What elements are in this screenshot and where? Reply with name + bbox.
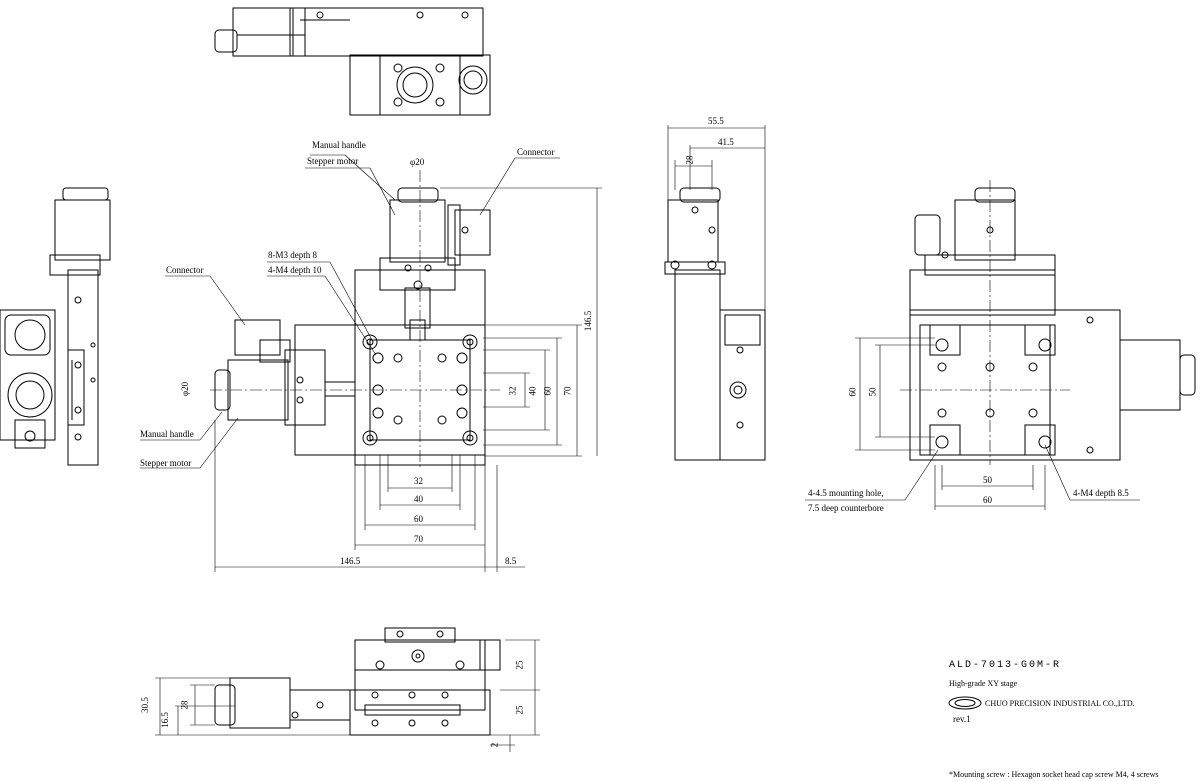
dim-50-right-h: 50 xyxy=(983,475,992,485)
dim-70-v: 70 xyxy=(562,386,573,396)
dim-28-side: 28 xyxy=(684,155,695,165)
label-stepper-motor-top: Stepper motor xyxy=(307,156,359,166)
top-view xyxy=(214,7,491,116)
dim-28-bottom: 28 xyxy=(179,700,190,710)
dim-16-5: 16.5 xyxy=(159,712,170,728)
label-stepper-motor-left: Stepper motor xyxy=(140,458,192,468)
dim-60-right-v: 60 xyxy=(847,387,858,397)
label-mount-hole-2: 7.5 deep counterbore xyxy=(808,503,884,513)
label-connector-left: Connector xyxy=(166,265,204,275)
company-name: CHUO PRECISION INDUSTRIAL CO.,LTD. xyxy=(985,699,1135,708)
front-view xyxy=(140,154,602,572)
label-m3: 8-M3 depth 8 xyxy=(268,250,317,260)
dim-41-5: 41.5 xyxy=(718,137,734,147)
mounting-note: *Mounting screw : Hexagon socket head ca… xyxy=(949,770,1159,779)
dim-2: 2 xyxy=(489,742,500,748)
label-phi20-left: φ20 xyxy=(180,381,191,397)
label-manual-handle-top: Manual handle xyxy=(312,140,366,150)
dim-55-5: 55.5 xyxy=(708,116,724,126)
dim-25-b: 25 xyxy=(514,705,525,715)
label-mount-hole-1: 4-4.5 mounting hole, xyxy=(808,488,884,498)
label-phi20-top: φ20 xyxy=(410,157,425,167)
label-m4-right: 4-M4 depth 8.5 xyxy=(1073,488,1129,498)
product-description: High-grade XY stage xyxy=(949,679,1018,688)
dim-60-v: 60 xyxy=(542,386,553,396)
dim-40-v: 40 xyxy=(527,386,538,396)
dim-146-5-v: 146.5 xyxy=(583,310,594,332)
dim-8-5: 8.5 xyxy=(505,556,517,566)
dim-70-h: 70 xyxy=(414,534,423,544)
bottom-view xyxy=(155,627,540,752)
label-manual-handle-left: Manual handle xyxy=(140,429,194,439)
model-number: ALD-7013-G0M-R xyxy=(949,660,1062,671)
dim-40-h: 40 xyxy=(414,494,423,504)
dim-25-a: 25 xyxy=(514,660,525,670)
dim-60-h: 60 xyxy=(414,514,423,524)
dim-60-right-h: 60 xyxy=(983,495,992,505)
dim-146-5-h: 146.5 xyxy=(340,556,361,566)
company-logo xyxy=(948,696,982,710)
label-m4: 4-M4 depth 10 xyxy=(268,265,322,275)
left-side-view xyxy=(0,187,111,466)
dim-32-h: 32 xyxy=(414,476,423,486)
side-view xyxy=(664,125,766,461)
right-view xyxy=(805,180,1196,510)
dim-50-right-v: 50 xyxy=(867,387,878,397)
dim-32-v: 32 xyxy=(507,386,518,396)
dim-30-5: 30.5 xyxy=(139,697,150,713)
revision: rev.1 xyxy=(953,714,971,724)
label-connector-top: Connector xyxy=(517,147,555,157)
